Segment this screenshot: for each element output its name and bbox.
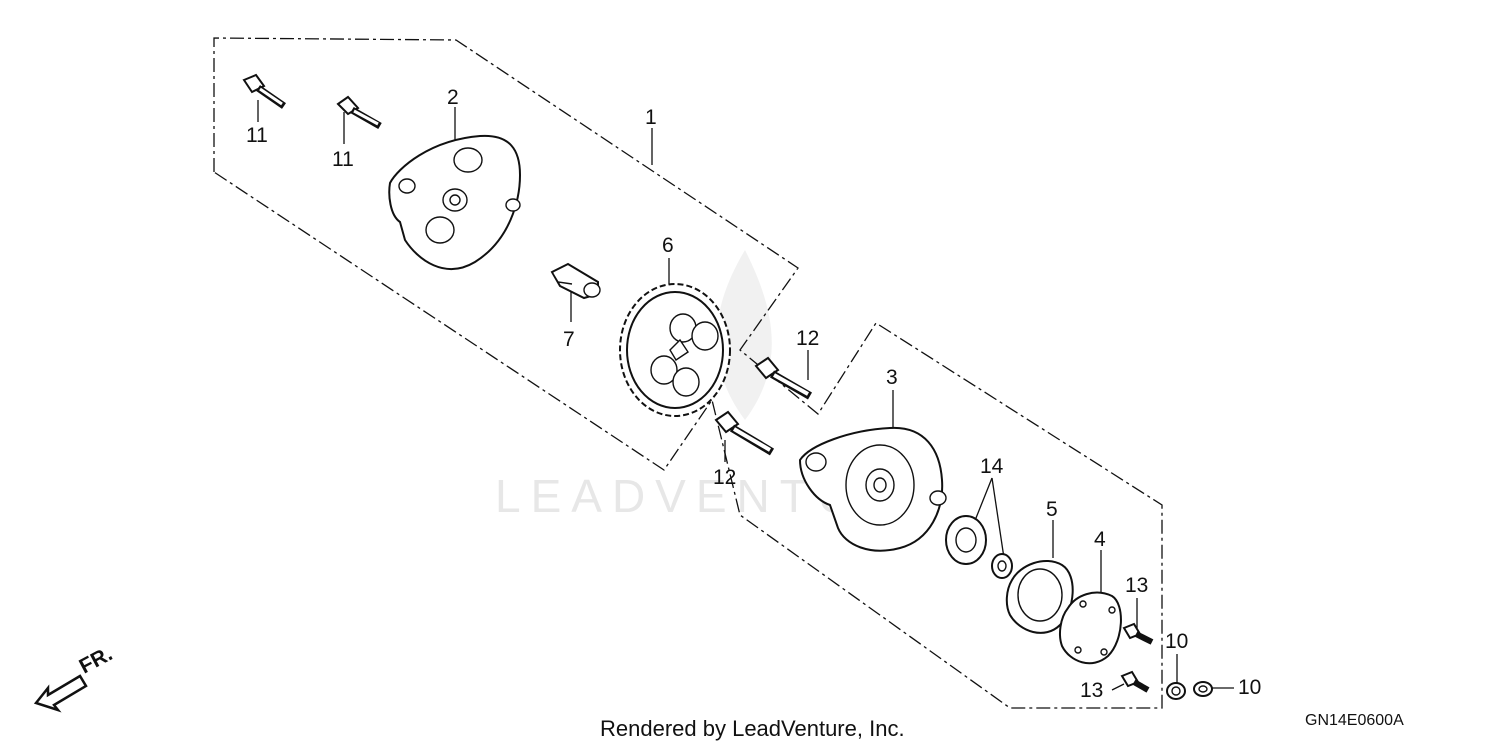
callout-13-upper: 13 xyxy=(1125,574,1148,597)
o-ring-10-right xyxy=(1193,681,1213,697)
callout-13-lower: 13 xyxy=(1080,679,1103,702)
screw-13-lower xyxy=(1120,670,1150,693)
callout-12-lower: 12 xyxy=(713,466,736,489)
o-ring-10-left xyxy=(1166,682,1186,700)
bolt-12-lower xyxy=(714,410,775,456)
callout-14: 14 xyxy=(980,455,1004,478)
bolt-12-upper xyxy=(754,356,813,400)
drive-shaft-7 xyxy=(550,262,601,300)
bolt-11-upper-left xyxy=(242,73,286,109)
direction-label: FR. xyxy=(76,642,117,678)
callout-11-left: 11 xyxy=(246,124,268,147)
callout-labels: 1 2 3 4 5 6 7 10 10 11 11 12 12 13 13 14 xyxy=(246,86,1261,702)
screw-13-upper xyxy=(1122,622,1154,645)
callout-3: 3 xyxy=(886,366,898,389)
drawing-code: GN14E0600A xyxy=(1305,712,1404,729)
pump-cover-2 xyxy=(388,134,522,270)
inner-rotor-14 xyxy=(945,515,1013,579)
callout-4: 4 xyxy=(1094,528,1106,551)
cover-plate-4 xyxy=(1059,591,1122,665)
rendered-by-credit: Rendered by LeadVenture, Inc. xyxy=(600,716,905,741)
pump-gear-6 xyxy=(619,283,731,417)
callout-2: 2 xyxy=(447,86,459,109)
front-direction-arrow: FR. xyxy=(33,642,117,713)
callout-7: 7 xyxy=(563,328,575,351)
callout-12-upper: 12 xyxy=(796,327,819,350)
pump-body-3 xyxy=(798,426,947,552)
bolt-11-upper-right xyxy=(336,95,382,130)
callout-5: 5 xyxy=(1046,498,1058,521)
callout-11-right: 11 xyxy=(332,148,354,171)
callout-6: 6 xyxy=(662,234,674,257)
callout-10-left: 10 xyxy=(1165,630,1188,653)
callout-10-right: 10 xyxy=(1238,676,1261,699)
callout-1: 1 xyxy=(645,106,657,129)
